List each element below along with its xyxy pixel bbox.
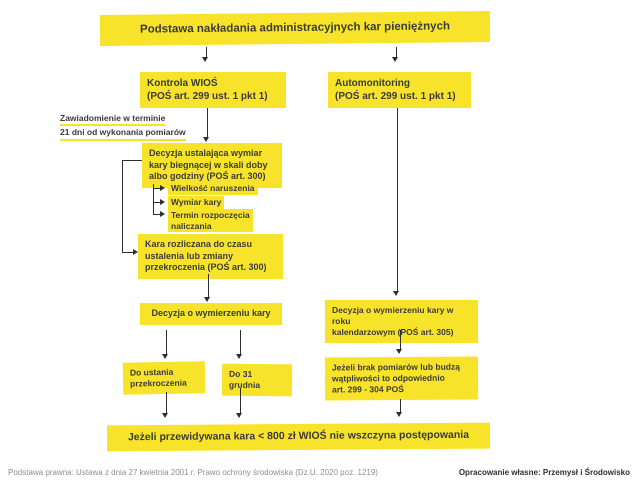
node-until-dec31: Do 31 grudnia: [221, 363, 293, 397]
node-fallback: Jeżeli brak pomiarów lub budzą wątpliwoś…: [324, 356, 479, 401]
node-settlement: Kara rozliczana do czasu ustalenia lub z…: [138, 234, 283, 280]
connector-dec31-to-bottom: [240, 388, 241, 413]
node-decision-daily: Decyzja ustalająca wymiar kary biegnącej…: [142, 143, 282, 189]
connector-final-to-until-end: [166, 330, 167, 354]
node-automonitoring: Automonitoring (POŚ art. 299 ust. 1 pkt …: [328, 72, 471, 108]
label-notice-line2: 21 dni od wykonania pomiarów: [60, 126, 186, 141]
subitem-penalty-amount: Wymiar kary: [168, 196, 225, 209]
connector-kontrola-to-decision: [207, 108, 208, 137]
arrowhead-final-to-dec31: [236, 354, 242, 359]
connector-elbow-bottom: [122, 252, 133, 253]
arrowhead-title-to-left: [202, 57, 208, 62]
node-decision-final: Decyzja o wymierzeniu kary: [140, 303, 282, 325]
node-until-end: Do ustania przekroczenia: [122, 361, 206, 395]
connector-yearly-to-fallback: [400, 330, 401, 349]
connector-settlement-to-final: [208, 274, 209, 297]
connector-final-to-dec31: [240, 330, 241, 354]
connector-fallback-to-bottom: [400, 399, 401, 412]
arrowhead-kontrola-to-decision: [203, 137, 209, 142]
arrowhead-settlement-to-final: [204, 297, 210, 302]
connector-subitems-trunk: [153, 184, 154, 214]
arrowhead-subitem-1: [160, 185, 165, 191]
connector-elbow-top: [122, 160, 142, 161]
arrowhead-fallback-to-bottom: [396, 412, 402, 417]
connector-subitem-2: [153, 202, 161, 203]
arrowhead-elbow-to-settlement: [133, 249, 138, 255]
diagram-title: Podstawa nakładania administracyjnych ka…: [99, 10, 491, 46]
node-kontrola-wios: Kontrola WIOŚ (POŚ art. 299 ust. 1 pkt 1…: [140, 72, 286, 108]
arrowhead-yearly-to-fallback: [396, 349, 402, 354]
node-bottom-rule: Jeżeli przewidywana kara < 800 zł WIOŚ n…: [106, 422, 491, 451]
subitem-violation-size: Wielkość naruszenia: [168, 182, 258, 195]
connector-automonitoring-to-yearly: [397, 108, 398, 291]
label-notice-line1: Zawiadomienie w terminie: [60, 112, 166, 127]
arrowhead-until-end-to-bottom: [162, 413, 168, 418]
arrowhead-final-to-until-end: [162, 354, 168, 359]
arrowhead-automonitoring-to-yearly: [393, 291, 399, 296]
label-notice-deadline: Zawiadomienie w terminie 21 dni od wykon…: [60, 112, 186, 141]
arrowhead-subitem-3: [160, 211, 165, 217]
arrowhead-dec31-to-bottom: [236, 413, 242, 418]
connector-subitem-1: [153, 188, 161, 189]
connector-title-to-right: [396, 47, 397, 57]
connector-until-end-to-bottom: [166, 392, 167, 413]
connector-subitem-3: [153, 214, 161, 215]
connector-elbow-side: [122, 160, 123, 252]
arrowhead-subitem-2: [160, 199, 165, 205]
subitem-start-date: Termin rozpoczęcia naliczania: [168, 209, 253, 233]
footer-credit: Opracowanie własne: Przemysł i Środowisk…: [458, 468, 630, 477]
arrowhead-title-to-right: [392, 57, 398, 62]
footer-legal-basis: Podstawa prawna: Ustawa z dnia 27 kwietn…: [8, 468, 378, 477]
connector-title-to-left: [206, 47, 207, 57]
node-decision-yearly: Decyzja o wymierzeniu kary w roku kalend…: [325, 300, 478, 344]
